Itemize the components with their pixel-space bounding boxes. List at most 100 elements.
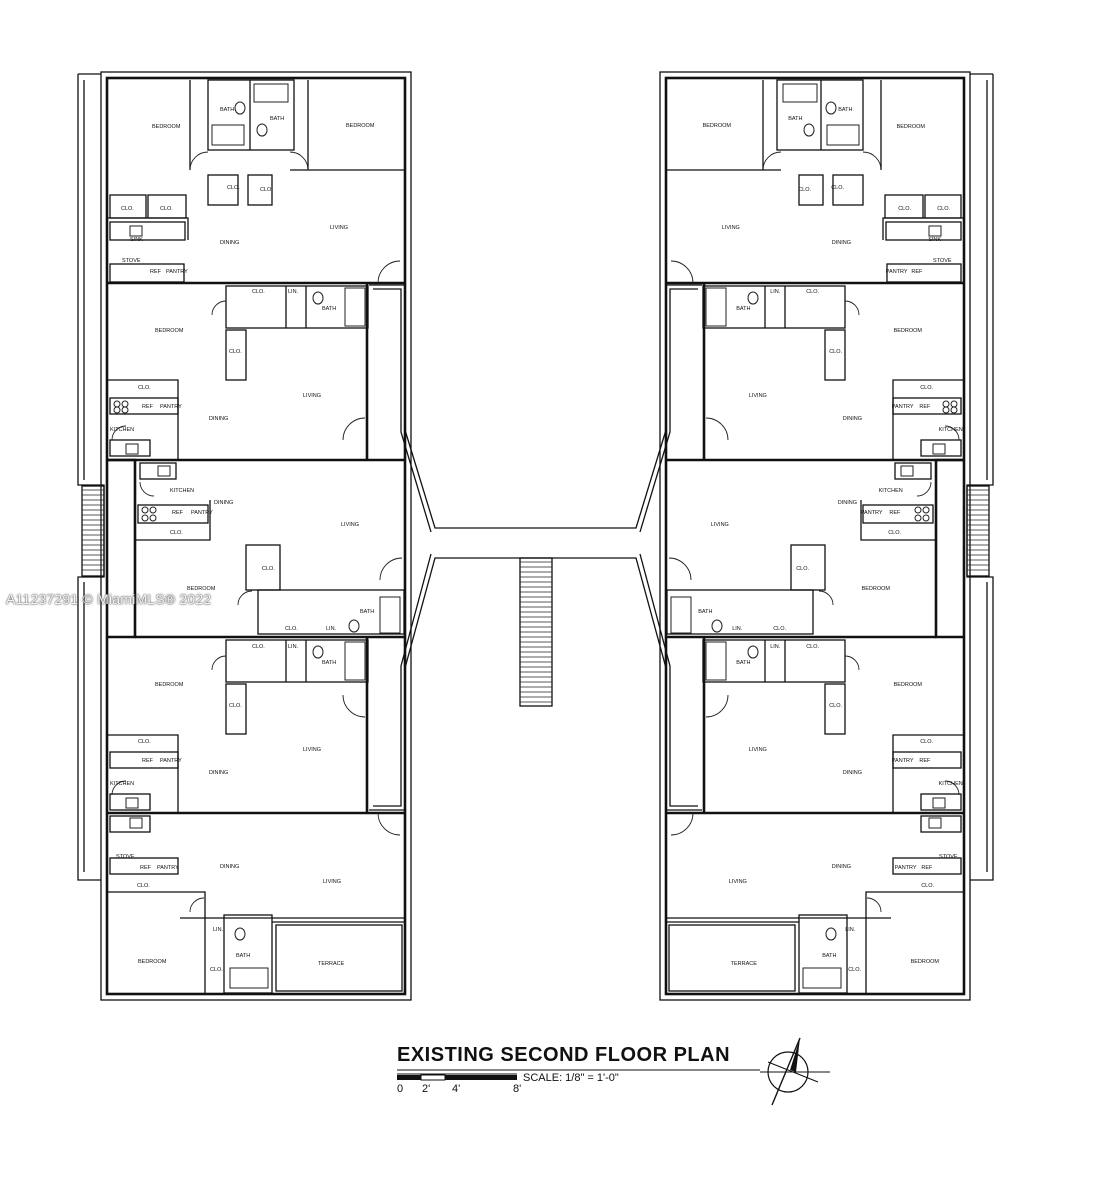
room-label-pantry: PANTRY [892,404,914,410]
room-label-bedroom: BEDROOM [346,123,375,129]
scale-tick-4: 4' [452,1083,460,1095]
room-label-kitchen: KITCHEN [170,488,194,494]
room-label-clo: CLO. [796,566,809,572]
room-label-dining: DINING [843,416,862,422]
left-exterior-stair [81,485,105,577]
central-corridor [369,284,702,811]
room-label-clo: CLO. [160,206,173,212]
room-label-dining: DINING [209,416,228,422]
room-label-pantry: PANTRY [861,510,883,516]
room-label-bath: BATH [736,306,750,312]
room-label-lin: LIN. [213,927,224,933]
room-label-lin: LIN. [845,927,856,933]
room-label-kitchen: KITCHEN [939,427,963,433]
room-label-stove: STOVE [116,854,135,860]
room-label-clo: CLO. [138,385,151,391]
room-label-dining: DINING [220,864,239,870]
right-wing [659,71,994,1001]
north-arrow-icon [760,1037,830,1106]
room-label-living: LIVING [729,879,747,885]
room-label-dining: DINING [214,500,233,506]
room-label-lin: LIN. [732,626,743,632]
room-label-terrace: TERRACE [731,961,758,967]
room-label-living: LIVING [323,879,341,885]
room-label-living: LIVING [303,393,321,399]
room-label-clo: CLO. [170,530,183,536]
room-label-pantry: PANTRY [166,269,188,275]
room-label-dining: DINING [832,864,851,870]
room-label-clo: CLO. [920,385,933,391]
room-label-clo: CLO. [252,289,265,295]
room-label-clo: CLO. [229,703,242,709]
room-label-bedroom: BEDROOM [155,328,184,334]
room-label-clo: CLO. [806,644,819,650]
room-label-clo: CLO. [121,206,134,212]
room-label-pantry: PANTRY [191,510,213,516]
room-label-bath: BATH [698,609,712,615]
room-label-bath: BATH [322,306,336,312]
room-label-lin: LIN. [288,289,299,295]
room-label-bath: BATH [736,660,750,666]
room-label-pantry: PANTRY [895,865,917,871]
room-label-kitchen: KITCHEN [110,781,134,787]
room-label-clo: CLO. [848,967,861,973]
room-label-ref: REF [172,510,184,516]
scale-label: SCALE: 1/8" = 1'-0" [523,1072,619,1084]
room-label-bedroom: BEDROOM [187,586,216,592]
room-label-living: LIVING [722,225,740,231]
room-label-living: LIVING [303,747,321,753]
room-label-bedroom: BEDROOM [894,328,923,334]
room-label-bath: BATH [270,116,284,122]
room-label-pantry: PANTRY [886,269,908,275]
room-label-bedroom: BEDROOM [703,123,732,129]
room-label-clo: CLO. [252,644,265,650]
room-label-ref: REF [142,404,154,410]
room-label-clo: CLO. [773,626,786,632]
room-label-clo: CLO. [829,349,842,355]
room-label-clo: CLO. [137,883,150,889]
room-label-kitchen: KITCHEN [110,427,134,433]
room-label-clo: CLO. [260,187,273,193]
room-label-clo: CLO. [227,185,240,191]
room-label-living: LIVING [749,393,767,399]
room-label-lin: LIN. [326,626,337,632]
room-label-pantry: PANTRY [157,865,179,871]
room-label-bath: BATH [236,953,250,959]
room-label-dining: DINING [220,240,239,246]
room-label-kitchen: KITCHEN [879,488,903,494]
right-exterior-stair [966,485,990,577]
room-label-clo: CLO. [285,626,298,632]
room-label-clo: CLO. [262,566,275,572]
room-label-ref: REF [889,510,901,516]
room-label-bedroom: BEDROOM [897,124,926,130]
room-label-dining: DINING [832,240,851,246]
room-label-ref: REF [142,758,154,764]
mls-watermark: A11237291 © MiamiMLS® 2022 [6,591,212,607]
room-label-clo: CLO. [798,187,811,193]
room-label-sink: SINK [130,237,143,243]
room-label-stove: STOVE [939,854,958,860]
room-label-clo: CLO. [210,967,223,973]
room-label-ref: REF [919,404,931,410]
room-label-stove: STOVE [933,258,952,264]
room-labels: BEDROOM BEDROOM BATH BATH BATH BATH BEDROOM BED… [110,107,963,973]
room-label-clo: CLO. [898,206,911,212]
room-label-sink: SINK [928,237,941,243]
room-label-pantry: PANTRY [160,404,182,410]
room-label-living: LIVING [711,522,729,528]
room-label-terrace: TERRACE [318,961,345,967]
room-label-bedroom: BEDROOM [155,682,184,688]
room-label-dining: DINING [843,770,862,776]
room-label-bedroom: BEDROOM [862,586,891,592]
room-label-ref: REF [919,758,931,764]
room-label-living: LIVING [749,747,767,753]
room-label-clo: CLO. [829,703,842,709]
room-label-clo: CLO. [937,206,950,212]
room-label-living: LIVING [341,522,359,528]
room-label-clo: CLO. [888,530,901,536]
room-label-living: LIVING [330,225,348,231]
room-label-ref: REF [150,269,162,275]
room-label-dining: DINING [838,500,857,506]
room-label-bedroom: BEDROOM [152,124,181,130]
